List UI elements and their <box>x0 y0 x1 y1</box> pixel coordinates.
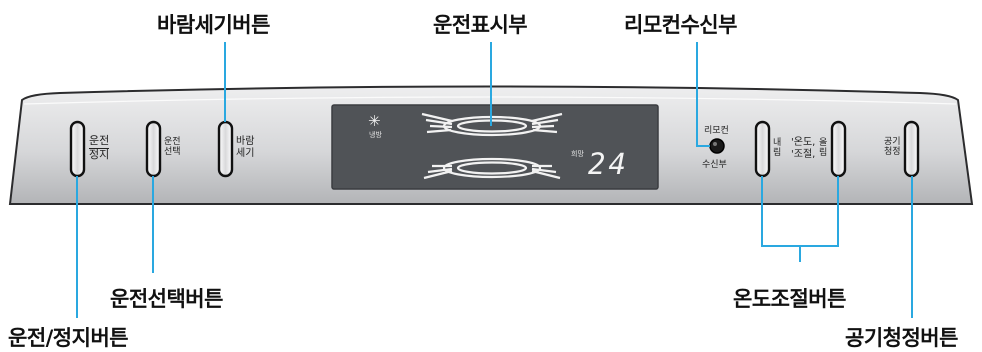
temp-down-label-line1: 내 <box>773 138 782 148</box>
temp-control-label: '온도, '조절, <box>791 137 815 160</box>
air-clean-button[interactable] <box>903 120 920 178</box>
temp-control-label-line2: '조절, <box>791 148 816 160</box>
leader-temp <box>761 176 839 262</box>
temp-up-label-line1: 올 <box>819 138 828 148</box>
run-stop-label-line2: 정지 <box>89 147 110 161</box>
air-clean-label-line2: 청정 <box>884 147 901 158</box>
temp-up-label-line2: 림 <box>819 148 828 159</box>
remote-receiver-label-top: 리모컨 <box>704 126 729 136</box>
callout-temp-control-button: 온도조절버튼 <box>733 287 846 311</box>
temp-down-label-line2: 림 <box>773 148 782 159</box>
callout-display-unit: 운전표시부 <box>433 13 528 37</box>
air-clean-label-line1: 공기 <box>884 137 901 147</box>
temp-down-button[interactable] <box>754 120 771 178</box>
leader-remote <box>696 42 710 147</box>
run-stop-label-line1: 운전 <box>89 134 110 149</box>
run-stop-label: 운전 정지 <box>89 134 110 161</box>
wind-strength-label-line1: 바람 <box>236 136 255 147</box>
callout-wind-strength-button: 바람세기버튼 <box>157 13 270 37</box>
wind-flow-graphic <box>421 112 563 180</box>
air-clean-label: 공기 청정 <box>884 137 901 158</box>
display-window <box>331 104 659 190</box>
mode-select-label: 운전 선택 <box>164 137 181 158</box>
callout-remote-receiver: 리모컨수신부 <box>624 13 737 37</box>
mode-select-button[interactable] <box>145 120 162 178</box>
cooling-mode-label: 냉방 <box>369 131 382 139</box>
remote-receiver-label-bottom: 수신부 <box>702 160 727 170</box>
temperature-readout: 24 <box>588 147 629 181</box>
callout-mode-select-button: 운전선택버튼 <box>110 287 223 311</box>
temp-control-label-line1: '온도, <box>791 137 816 148</box>
leader-lines <box>76 42 913 318</box>
mode-select-label-line1: 운전 <box>164 137 181 147</box>
callout-run-stop-button: 운전/정지버튼 <box>8 326 129 350</box>
mode-select-label-line2: 선택 <box>164 147 181 158</box>
run-stop-button[interactable] <box>69 120 86 178</box>
remote-receiver-sensor <box>709 138 725 154</box>
target-temp-label: 희망 <box>571 150 584 158</box>
snowflake-icon: ✳ <box>368 112 381 130</box>
callout-air-clean-button: 공기청정버튼 <box>845 326 958 350</box>
wind-strength-button[interactable] <box>217 120 234 178</box>
temp-down-label: 내 림 <box>773 138 781 159</box>
wind-strength-label-line2: 세기 <box>236 147 255 159</box>
temp-up-label: 올 림 <box>819 138 827 159</box>
temp-up-button[interactable] <box>830 120 847 178</box>
wind-strength-label: 바람 세기 <box>236 136 254 159</box>
